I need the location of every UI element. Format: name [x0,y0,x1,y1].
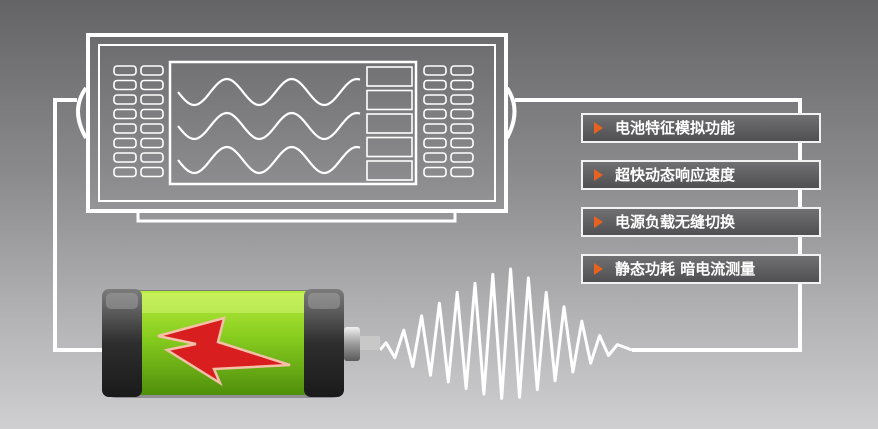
battery-terminal [344,327,360,361]
instrument-key [140,123,164,134]
instrument-key [140,94,164,105]
feature-label: 电源负载无缝切换 [615,213,736,231]
instrument-key [423,137,447,149]
instrument-key [423,108,447,120]
instrument-key [450,152,474,163]
instrument-key [140,166,164,178]
instrument-key [113,79,137,91]
instrument-key [113,123,137,134]
softkey-column [366,66,413,181]
feature-item[interactable]: 电池特征模拟功能 [581,113,821,143]
softkey [366,136,413,158]
battery-cap-right [304,289,344,397]
softkey [366,89,413,111]
instrument-key [423,152,447,163]
triangle-right-icon [594,122,603,134]
battery-icon [102,289,380,398]
instrument-key [450,108,474,120]
instrument-key [113,108,137,120]
instrument-key [140,79,164,91]
instrument-screen [168,60,418,186]
feature-item[interactable]: 静态功耗 暗电流测量 [581,254,821,284]
instrument-stand [136,213,457,223]
left-wire [53,98,104,352]
feature-item[interactable]: 超快动态响应速度 [581,160,821,190]
waveform-traces [177,77,361,175]
battery-cap-left [102,289,142,397]
waveform-trace [177,77,361,107]
waveform-trace [177,111,361,141]
instrument-key [140,137,164,149]
instrument-key [140,152,164,163]
feature-list: 电池特征模拟功能 超快动态响应速度 电源负载无缝切换 静态功耗 暗电流测量 [581,113,821,301]
triangle-right-icon [594,263,603,275]
instrument-key [140,65,164,76]
instrument-key [423,166,447,178]
instrument-key [113,65,137,76]
instrument-key [423,123,447,134]
instrument-key [450,137,474,149]
feature-label: 超快动态响应速度 [615,166,736,184]
softkey [366,113,413,134]
instrument-key [423,79,447,91]
feature-item[interactable]: 电源负载无缝切换 [581,207,821,237]
instrument-key [113,94,137,105]
feature-label: 电池特征模拟功能 [615,119,736,137]
instrument-key [140,108,164,120]
left-key-grid [113,65,164,178]
instrument-key [450,123,474,134]
instrument-key [423,65,447,76]
oscilloscope-instrument-icon [76,33,517,223]
triangle-right-icon [594,216,603,228]
softkey [366,66,413,87]
instrument-key [450,94,474,105]
waveform-trace [177,145,361,175]
instrument-key [113,137,137,149]
instrument-outer-frame [86,33,508,213]
right-key-grid [423,65,474,178]
signal-noise-line [378,267,633,400]
instrument-key [113,152,137,163]
instrument-key [450,65,474,76]
instrument-inner-frame [98,44,496,202]
lightning-bolt-icon [157,316,291,387]
instrument-key [423,94,447,105]
instrument-key [450,79,474,91]
softkey [366,160,413,181]
triangle-right-icon [594,169,603,181]
instrument-key [113,166,137,178]
instrument-key [450,166,474,178]
feature-label: 静态功耗 暗电流测量 [615,260,756,278]
